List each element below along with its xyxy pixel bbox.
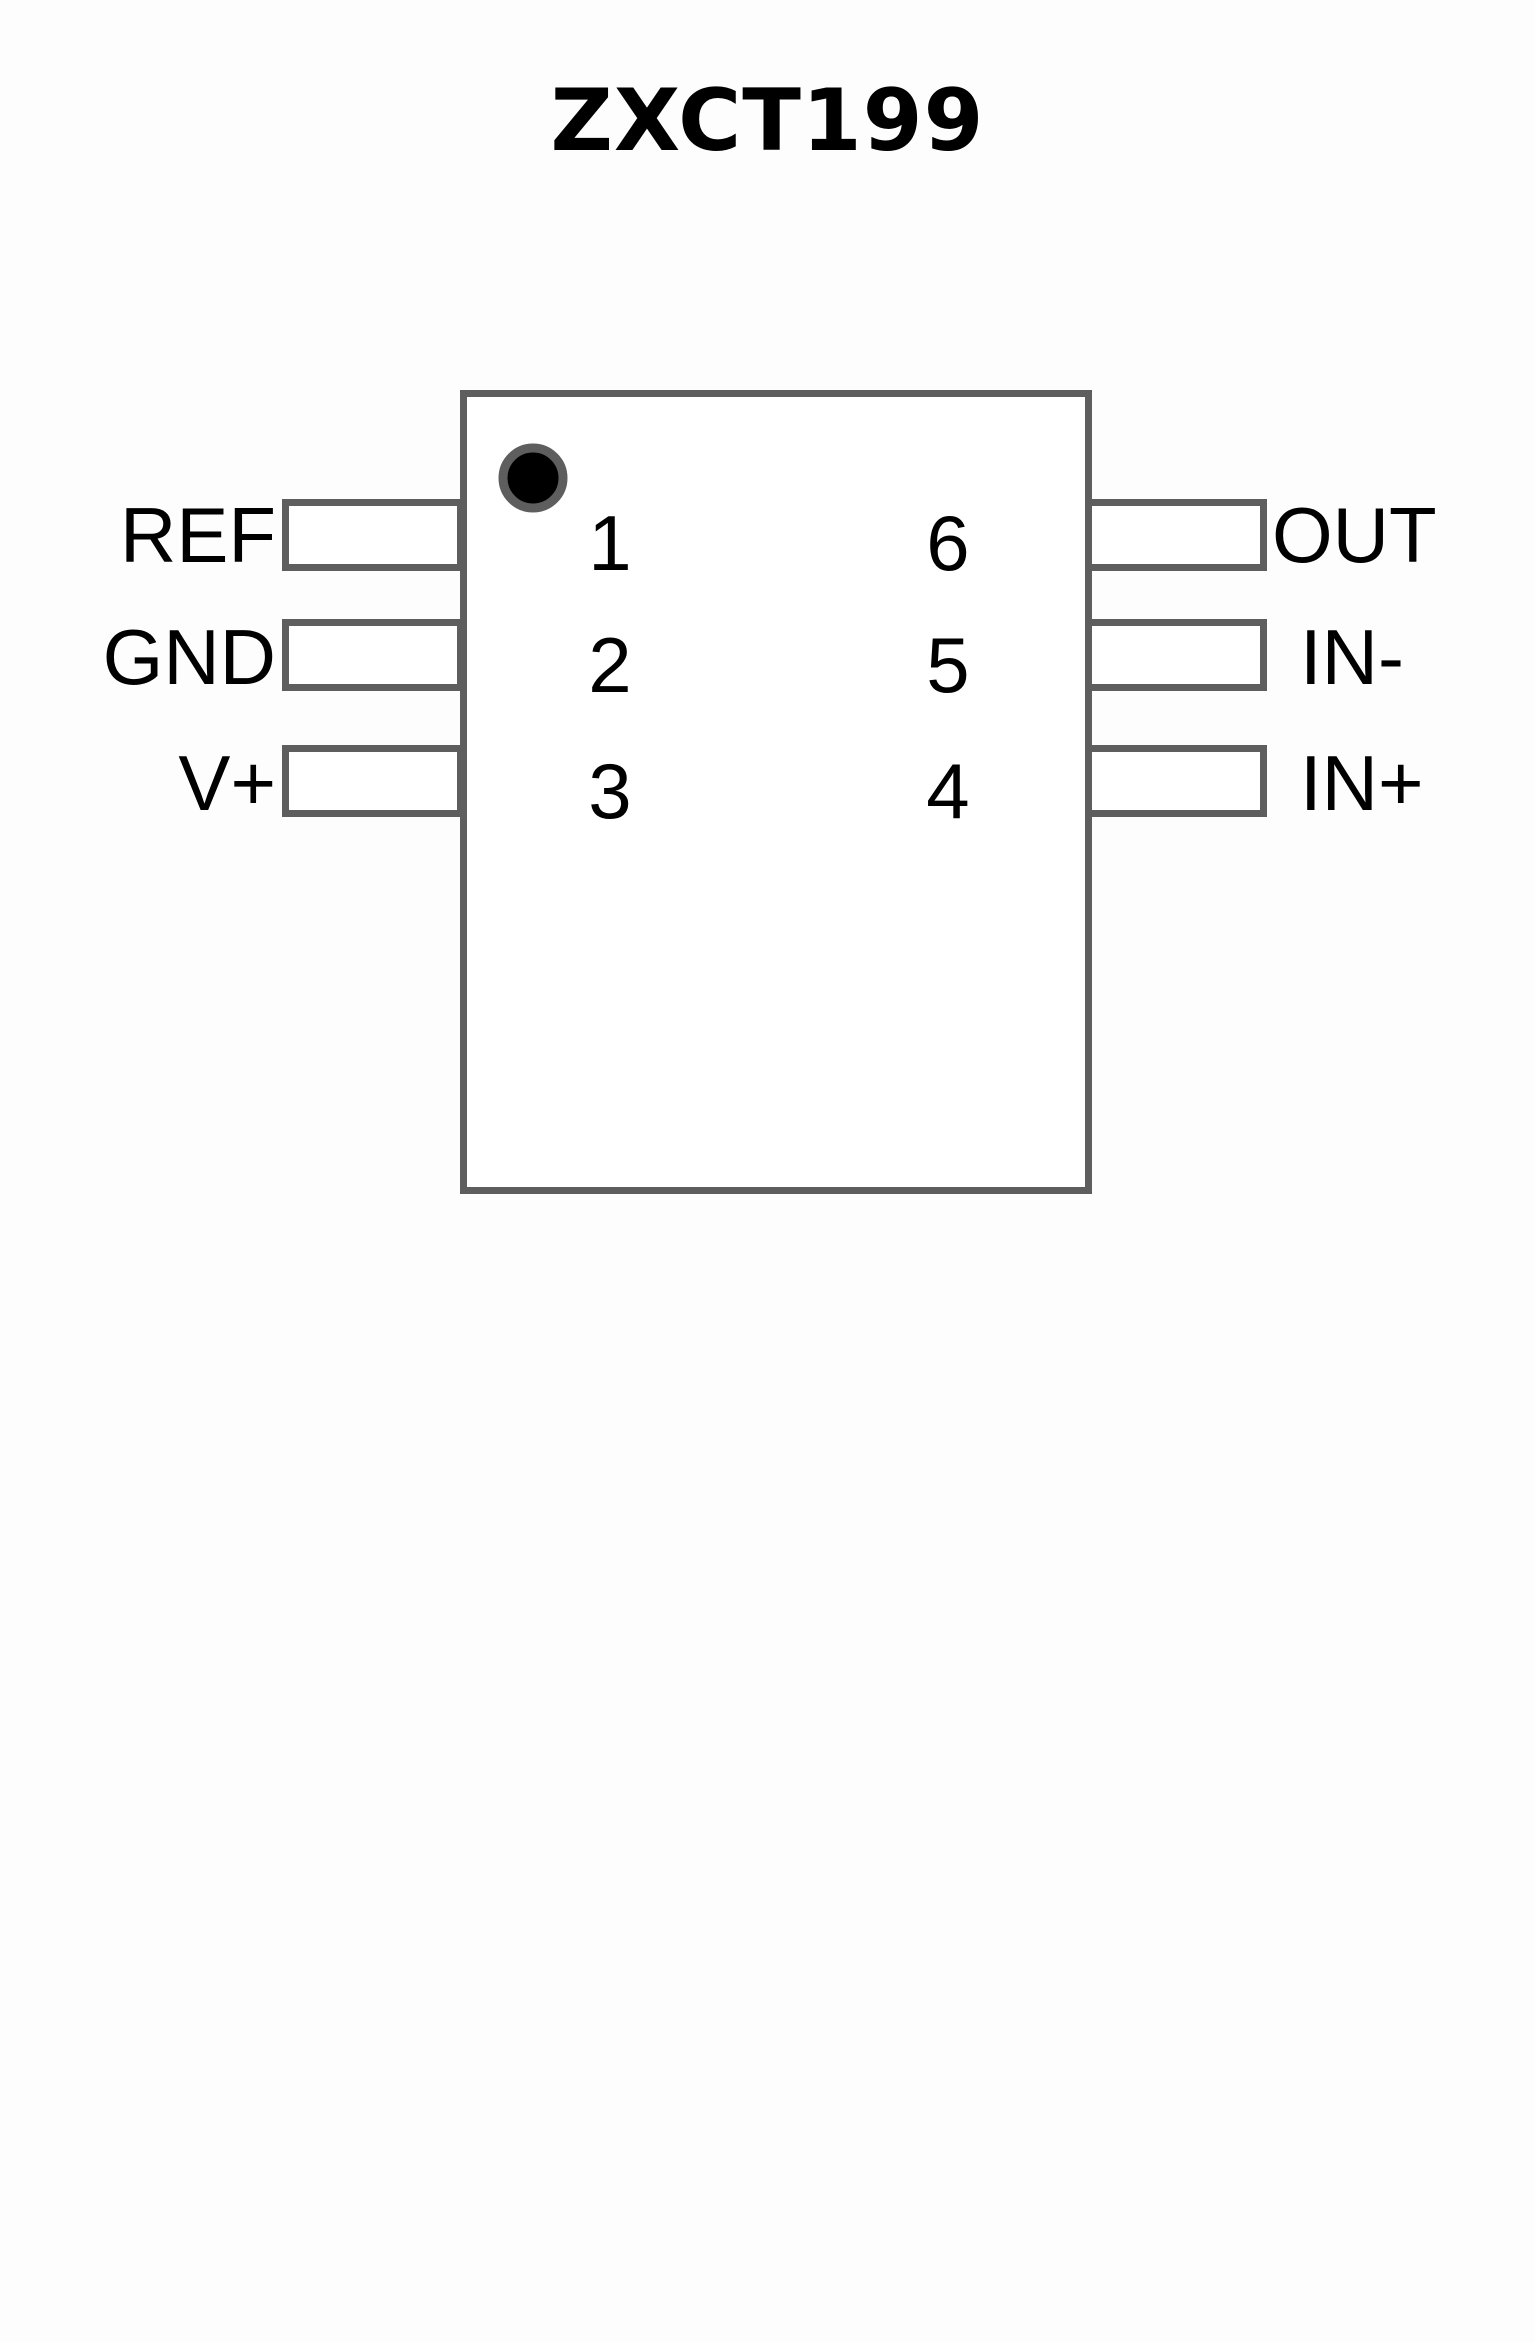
pin-label-vplus: V+ [178, 739, 276, 827]
chip-body [460, 390, 1092, 1194]
pin-label-ref: REF [120, 491, 276, 579]
pin-label-gnd: GND [103, 613, 276, 701]
pin-lead-6 [1085, 499, 1267, 571]
pin-label-out: OUT [1272, 491, 1437, 579]
pin-lead-5 [1085, 619, 1267, 691]
page-title: ZXCT199 [550, 71, 985, 171]
pin-number-2: 2 [588, 621, 631, 709]
pin-lead-1 [282, 499, 464, 571]
pin-number-4: 4 [926, 747, 969, 835]
pin-1-indicator-icon [498, 443, 568, 513]
pin-lead-2 [282, 619, 464, 691]
pin-lead-4 [1085, 745, 1267, 817]
pin-lead-3 [282, 745, 464, 817]
pin-number-1: 1 [588, 499, 631, 587]
pin-number-3: 3 [588, 747, 631, 835]
pin-label-in-minus: IN- [1300, 613, 1404, 701]
pin-label-in-plus: IN+ [1300, 739, 1424, 827]
pin-number-6: 6 [926, 499, 969, 587]
pin-number-5: 5 [926, 621, 969, 709]
